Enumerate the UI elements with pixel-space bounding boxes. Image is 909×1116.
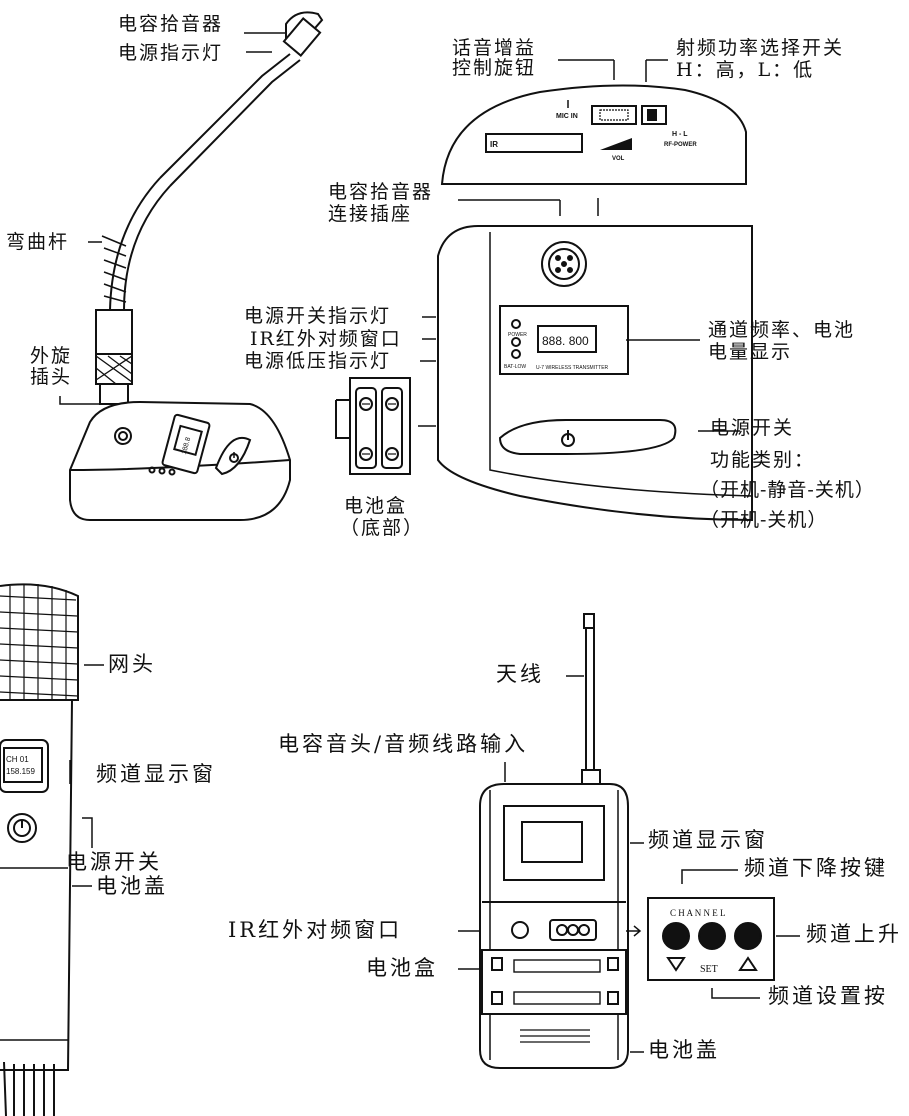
label-channel-set: 频道设置按 [768, 984, 888, 1008]
label-handheld-battery-cover: 电池盖 [96, 874, 168, 898]
label-battery-box-1: 电池盒 [344, 495, 408, 517]
base-top-leaders [458, 59, 668, 216]
label-bending-rod: 弯曲杆 [6, 231, 70, 253]
channel-word-text: C H A N N E L [670, 908, 726, 918]
label-twist-plug-2: 插头 [30, 366, 73, 388]
label-rf-switch-1: 射频功率选择开关 [676, 37, 845, 59]
handheld-leaders [69, 664, 104, 887]
label-gain-knob-2: 控制旋钮 [452, 57, 537, 79]
base-display-text: 188.8 [181, 436, 192, 455]
label-gain-knob-1: 话音增益 [452, 37, 537, 59]
label-power-switch-led: 电源开关指示灯 [244, 305, 392, 327]
hl-text: H - L [672, 131, 688, 138]
mic-in-text: MIC IN [556, 113, 578, 120]
handheld-microphone [0, 583, 79, 1116]
rf-power-text: RF-POWER [664, 142, 697, 148]
label-mic-socket-1: 电容拾音器 [328, 181, 434, 203]
label-function-types: 功能类别： [710, 449, 816, 471]
lcd-value-text: 888. 800 [542, 334, 589, 348]
battery-box-bottom [335, 377, 411, 475]
label-rf-switch-2: H：高，L：低 [676, 59, 815, 81]
label-bodypack-ir-window: IR红外对频窗口 [228, 918, 403, 942]
base-top-panel [440, 84, 747, 185]
led-power-text: POWER [508, 332, 527, 338]
label-bodypack-battery-cover: 电池盖 [648, 1038, 720, 1062]
label-bodypack-battery-box: 电池盒 [366, 956, 438, 980]
gooseneck-leaders [59, 32, 285, 405]
brand-text: U-7 WIRELESS TRANSMITTER [536, 365, 609, 371]
bodypack-transmitter [479, 613, 629, 1069]
handheld-lcd-line1: CH 01 [6, 755, 29, 764]
handheld-lcd-line2: 158.159 [6, 767, 35, 776]
bodypack-leaders [458, 675, 800, 1053]
label-mode-1: （开机-静音-关机） [700, 479, 875, 501]
label-channel-display-2: 电量显示 [708, 341, 793, 363]
label-handheld-power-switch: 电源开关 [66, 850, 162, 874]
label-mode-2: （开机-关机） [700, 509, 828, 531]
device-small-texts: 188.8 MIC IN IR VOL H - L RF-POWER 888. … [6, 113, 726, 975]
label-power-indicator: 电源指示灯 [118, 42, 224, 64]
ir-text: IR [490, 140, 498, 149]
label-mic-socket-2: 连接插座 [328, 203, 413, 225]
label-low-voltage-led: 电源低压指示灯 [244, 350, 392, 372]
label-battery-box-2: （底部） [340, 517, 425, 539]
label-channel-display-1: 通道频率、电池 [708, 319, 856, 341]
label-bodypack-channel-window: 频道显示窗 [648, 828, 768, 852]
vol-text: VOL [612, 156, 625, 162]
channel-button-panel [647, 897, 775, 981]
label-channel-up: 频道上升 [806, 922, 902, 946]
label-grille: 网头 [108, 652, 156, 676]
label-capsule: 电容拾音器 [118, 13, 224, 35]
label-channel-down: 频道下降按键 [744, 856, 888, 880]
label-power-switch: 电源开关 [710, 417, 795, 439]
label-ir-window: IR红外对频窗口 [250, 328, 402, 350]
base-front-leaders [418, 316, 740, 432]
set-text: SET [700, 964, 718, 975]
label-twist-plug-1: 外旋 [30, 345, 73, 367]
label-handheld-channel-window: 频道显示窗 [96, 762, 216, 786]
gooseneck-microphone [69, 11, 324, 521]
label-antenna: 天线 [496, 662, 544, 686]
base-front-panel [437, 225, 753, 522]
led-low-text: BAT-LOW [504, 364, 526, 370]
label-audio-input: 电容音头/音频线路输入 [278, 732, 529, 756]
